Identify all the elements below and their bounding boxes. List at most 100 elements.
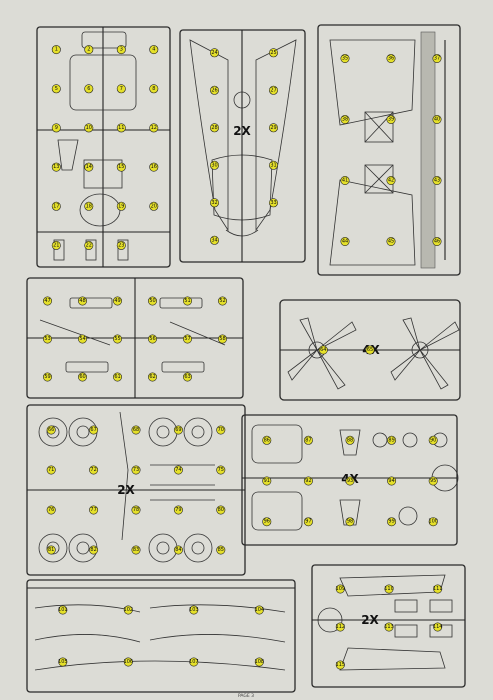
part-number: 84 — [173, 545, 183, 555]
part-number-bubble — [148, 296, 158, 306]
part-number-text: 86 — [264, 437, 270, 443]
part-shape — [169, 321, 226, 346]
part-number-bubble — [116, 162, 126, 172]
part-number-text: 38 — [342, 117, 348, 123]
part-shape — [419, 349, 449, 390]
part-number-bubble — [262, 435, 272, 445]
part-number: 56 — [148, 334, 158, 344]
part-number-text: 46 — [434, 239, 440, 245]
part-shape — [149, 634, 286, 643]
part-number-text: 72 — [90, 467, 96, 473]
part-number-bubble — [262, 517, 272, 527]
part-number: 81 — [46, 545, 56, 555]
part-number-text: 87 — [305, 437, 311, 443]
part-number-bubble — [387, 476, 397, 486]
part-number-bubble — [149, 84, 159, 94]
part-number: 101 — [58, 605, 68, 615]
part-number-text: 28 — [211, 125, 217, 131]
part-number: 45 — [386, 237, 396, 247]
part-number-text: 107 — [189, 659, 199, 665]
part-shape — [394, 599, 418, 613]
part-number-bubble — [42, 334, 52, 344]
part-number-bubble — [148, 334, 158, 344]
part-number: 82 — [89, 545, 99, 555]
part-number-bubble — [428, 517, 438, 527]
part-number: 29 — [268, 123, 278, 133]
part-shape — [364, 164, 394, 194]
part-number-bubble — [268, 198, 278, 208]
part-number-bubble — [218, 334, 228, 344]
part-number-bubble — [46, 465, 56, 475]
part-number: 35 — [340, 53, 350, 63]
part-number-bubble — [46, 505, 56, 515]
part-number-text: 85 — [218, 547, 224, 553]
part-number: 88 — [345, 435, 355, 445]
part-number-bubble — [131, 465, 141, 475]
part-shape — [85, 239, 97, 261]
part-number-bubble — [340, 237, 350, 247]
part-number-text: 80 — [218, 507, 224, 513]
part-number-bubble — [89, 425, 99, 435]
part-number: 89 — [387, 435, 397, 445]
part-number-text: 36 — [388, 56, 394, 62]
part-number-bubble — [345, 435, 355, 445]
part-number-text: 84 — [175, 547, 181, 553]
part-number-bubble — [42, 372, 52, 382]
part-number-bubble — [78, 334, 88, 344]
part-number-bubble — [268, 85, 278, 95]
part-number-bubble — [433, 584, 443, 594]
part-number: 64 — [318, 345, 328, 355]
part-number: 51 — [183, 296, 193, 306]
page-footer: PAGE 3 — [238, 693, 254, 699]
part-number-text: 55 — [114, 336, 120, 342]
part-number: 94 — [387, 476, 397, 486]
part-number: 49 — [113, 296, 123, 306]
part-number: 83 — [131, 545, 141, 555]
part-shape — [339, 429, 361, 456]
part-number-text: 109 — [336, 586, 346, 592]
part-number: 41 — [340, 176, 350, 186]
part-number: 114 — [433, 622, 443, 632]
part-number-text: 60 — [79, 374, 85, 380]
part-number: 65 — [365, 345, 375, 355]
part-number-bubble — [433, 622, 443, 632]
part-number: 73 — [131, 465, 141, 475]
part-number-text: 79 — [175, 507, 181, 513]
part-number-text: 51 — [184, 298, 190, 304]
part-shape — [251, 491, 303, 531]
part-number-bubble — [365, 345, 375, 355]
part-number-text: 9 — [55, 125, 58, 131]
part-number-text: 32 — [211, 200, 217, 206]
part-shape — [402, 317, 421, 351]
part-shape — [57, 139, 79, 171]
part-number: 36 — [386, 53, 396, 63]
sprue-i-frame — [311, 564, 466, 688]
part-number-text: 8 — [152, 86, 155, 92]
part-number: 39 — [386, 115, 396, 125]
part-number-bubble — [51, 123, 61, 133]
part-number: 95 — [428, 476, 438, 486]
part-number-text: 90 — [430, 437, 436, 443]
part-number-bubble — [387, 517, 397, 527]
part-number-bubble — [216, 425, 226, 435]
part-number: 12 — [149, 123, 159, 133]
part-number-bubble — [84, 201, 94, 211]
part-number-text: 101 — [58, 607, 68, 613]
part-number: 115 — [336, 660, 345, 670]
part-number: 71 — [46, 465, 56, 475]
part-number: 54 — [78, 334, 88, 344]
part-number-text: 59 — [44, 374, 50, 380]
part-number-bubble — [173, 465, 183, 475]
part-number-bubble — [386, 53, 396, 63]
part-number-bubble — [89, 505, 99, 515]
part-number: 55 — [113, 334, 123, 344]
part-number: 50 — [148, 296, 158, 306]
part-shape — [329, 179, 416, 266]
part-number: 44 — [340, 237, 350, 247]
part-number-text: 56 — [149, 336, 155, 342]
part-number-bubble — [84, 45, 94, 55]
part-number-text: 21 — [53, 242, 59, 248]
part-number: 8 — [149, 84, 159, 94]
part-number-bubble — [89, 545, 99, 555]
sprue-b — [179, 29, 306, 263]
